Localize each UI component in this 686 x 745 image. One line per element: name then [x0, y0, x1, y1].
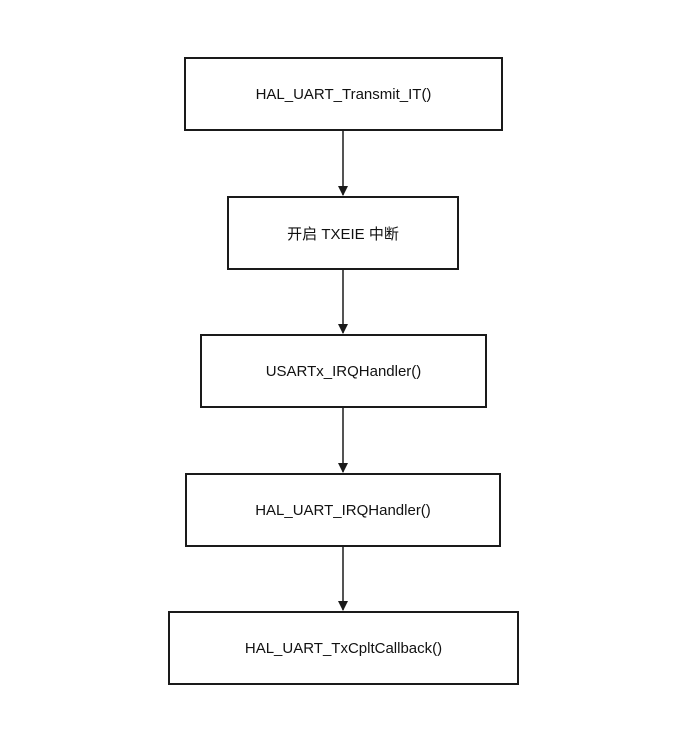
node-hal-uart-irqhandler: HAL_UART_IRQHandler()	[185, 473, 501, 547]
node-label: HAL_UART_IRQHandler()	[255, 501, 431, 519]
node-label: USARTx_IRQHandler()	[265, 362, 422, 380]
node-hal-uart-txcpltcallback: HAL_UART_TxCpltCallback()	[168, 611, 519, 685]
node-hal-uart-transmit-it: HAL_UART_Transmit_IT()	[184, 57, 503, 131]
node-label: 开启 TXEIE 中断	[287, 225, 399, 243]
node-label: HAL_UART_TxCpltCallback()	[244, 639, 443, 657]
node-label: HAL_UART_Transmit_IT()	[255, 85, 432, 103]
node-usartx-irqhandler: USARTx_IRQHandler()	[200, 334, 487, 408]
node-enable-txeie-interrupt: 开启 TXEIE 中断	[227, 196, 459, 270]
